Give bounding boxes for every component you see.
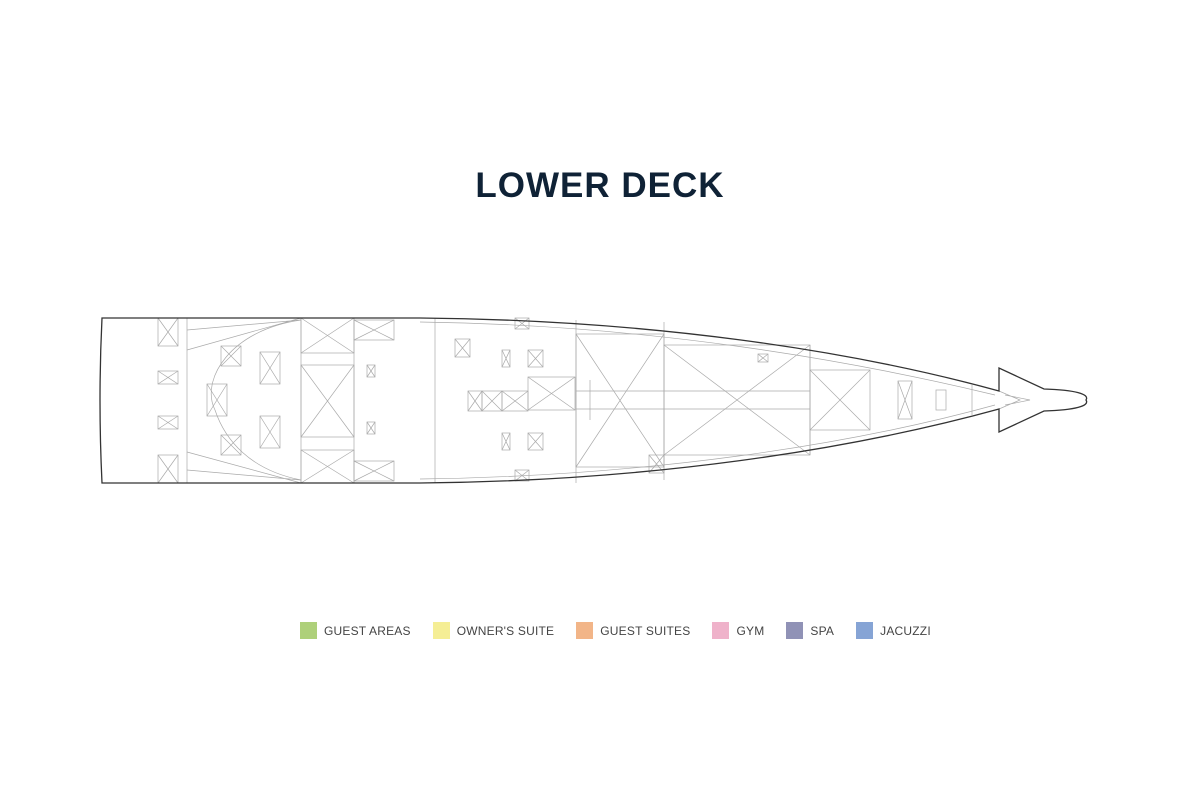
stair-lines <box>186 317 302 484</box>
legend-label: GUEST AREAS <box>324 623 411 638</box>
legend-label: GYM <box>736 623 765 638</box>
furniture-box <box>757 353 769 363</box>
hull-outline <box>99 317 1088 484</box>
furniture-cross <box>206 383 228 417</box>
legend-swatch <box>300 622 317 639</box>
furniture-cross <box>220 345 242 367</box>
legend-item-owners-suite: OWNER'S SUITE <box>432 622 555 639</box>
furniture-cross <box>527 432 544 451</box>
legend-swatch <box>712 622 730 639</box>
furniture-box <box>501 349 511 368</box>
furniture-cross <box>366 421 376 435</box>
furniture-cross <box>527 376 576 411</box>
furniture-cross <box>897 380 913 420</box>
legend-item-guest-suites: GUEST SUITES <box>576 622 690 639</box>
legend-swatch <box>786 622 804 639</box>
furniture-box <box>527 432 544 451</box>
inner-hull-line <box>419 321 996 480</box>
furniture-cross <box>663 344 811 456</box>
furniture-box <box>259 351 281 385</box>
furniture-cross <box>300 364 355 438</box>
bow-detail <box>998 390 1031 410</box>
furniture-box <box>527 376 576 411</box>
curved-wall <box>210 319 302 481</box>
furniture-box <box>897 380 913 420</box>
legend-swatch <box>856 622 874 639</box>
legend-label: GUEST SUITES <box>600 623 691 638</box>
furniture-cross <box>259 415 281 449</box>
furniture-box <box>157 415 179 430</box>
legend-swatch <box>432 622 450 639</box>
furniture-cross <box>501 349 511 368</box>
furniture-cross <box>157 454 179 484</box>
furniture-cross <box>501 432 511 451</box>
furniture-cross <box>259 351 281 385</box>
legend-item-jacuzzi: JACUZZI <box>856 622 931 639</box>
furniture-cross <box>353 460 395 482</box>
furniture-cross <box>501 390 529 412</box>
furniture-cross <box>467 390 483 412</box>
hatch <box>935 389 947 411</box>
furniture-cross <box>366 364 376 378</box>
deck-title: LOWER DECK <box>475 166 725 205</box>
furniture-cross <box>575 333 665 468</box>
legend-label: SPA <box>810 623 835 638</box>
furniture-box <box>501 432 511 451</box>
furniture-cross <box>527 349 544 368</box>
furniture-box <box>220 345 242 367</box>
corridor-lines <box>576 380 810 420</box>
furniture-cross <box>220 434 242 456</box>
legend-item-gym: GYM <box>712 622 764 639</box>
furniture-cross <box>353 319 395 341</box>
legend-item-guest-areas: GUEST AREAS <box>300 622 411 639</box>
legend-label: JACUZZI <box>880 623 931 638</box>
furniture-cross <box>157 370 179 385</box>
furniture-box <box>259 415 281 449</box>
furniture-box <box>527 349 544 368</box>
legend-label: OWNER'S SUITE <box>456 623 555 638</box>
furniture-box <box>514 317 530 330</box>
furniture-cross <box>481 390 503 412</box>
furniture-box <box>366 364 376 378</box>
legend-swatch <box>576 622 594 639</box>
furniture-cross <box>809 369 871 431</box>
furniture-box <box>454 338 471 358</box>
furniture-cross <box>757 353 769 363</box>
legend: GUEST AREAS OWNER'S SUITE GUEST SUITES G… <box>300 622 953 639</box>
furniture-cross <box>157 317 179 347</box>
furniture-box <box>220 434 242 456</box>
furniture-cross <box>454 338 471 358</box>
furniture-cross <box>300 317 355 354</box>
furniture-cross <box>514 317 530 330</box>
furniture-cross <box>300 449 355 484</box>
legend-item-spa: SPA <box>786 622 834 639</box>
furniture-cross <box>157 415 179 430</box>
furniture-box <box>157 370 179 385</box>
furniture-box <box>366 421 376 435</box>
